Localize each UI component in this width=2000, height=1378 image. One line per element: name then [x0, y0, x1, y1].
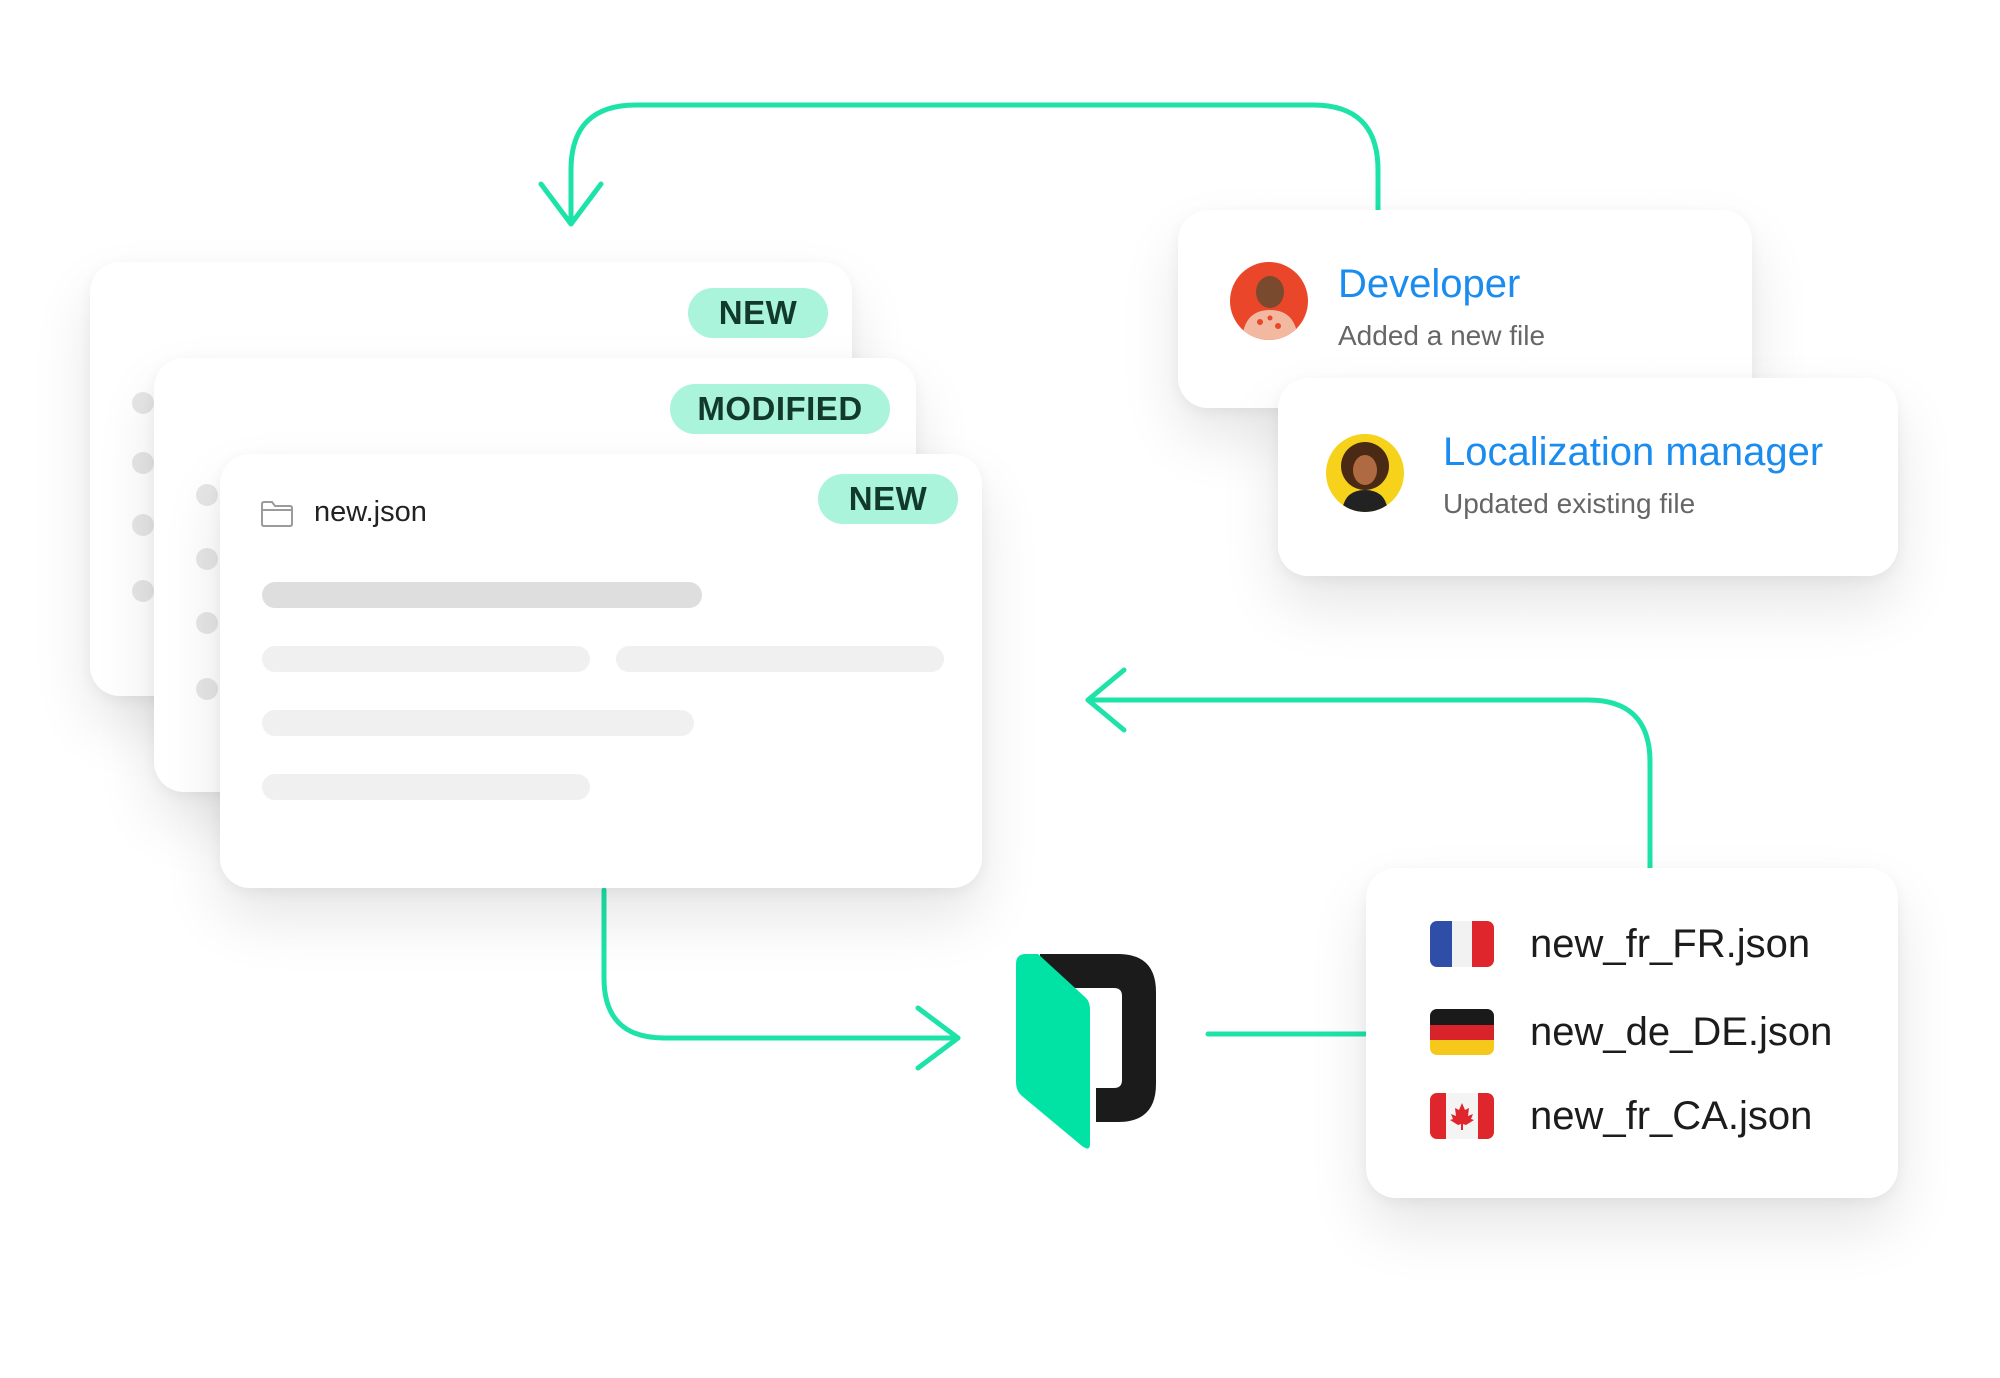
translation-row[interactable]: new_de_DE.json — [1430, 1006, 1832, 1058]
placeholder-line — [262, 646, 590, 672]
arrow-files-to-logo — [601, 887, 961, 1041]
activity-card-developer[interactable]: Developer Added a new file — [1178, 210, 1752, 408]
activity-action: Added a new file — [1338, 320, 1546, 351]
translation-filename: new_de_DE.json — [1530, 1009, 1833, 1054]
germany-flag — [1430, 1009, 1494, 1055]
arrow-translations-to-files — [1085, 697, 1653, 871]
translation-row[interactable]: new_fr_CA.json — [1430, 1090, 1812, 1142]
status-badge-new: NEW — [818, 474, 958, 524]
status-badge-new: NEW — [688, 288, 828, 338]
placeholder-dot — [196, 548, 218, 570]
arrow-head-files — [538, 181, 604, 227]
translation-filename: new_fr_FR.json — [1530, 921, 1811, 966]
phrase-logo — [1010, 946, 1170, 1156]
arrow-activity-to-files — [568, 102, 1381, 226]
activity-role: Developer — [1338, 262, 1521, 306]
placeholder-dot — [132, 580, 154, 602]
file-card-front[interactable]: new.json NEW — [220, 454, 982, 888]
placeholder-dot — [196, 612, 218, 634]
arrow-head-logo — [915, 1005, 961, 1071]
placeholder-dot — [132, 392, 154, 414]
canada-flag — [1430, 1093, 1494, 1139]
translation-filename: new_fr_CA.json — [1530, 1093, 1813, 1138]
file-name: new.json — [314, 496, 427, 528]
placeholder-line — [262, 582, 702, 608]
placeholder-line — [616, 646, 944, 672]
avatar-localization-manager — [1326, 434, 1404, 512]
translation-row[interactable]: new_fr_FR.json — [1430, 918, 1810, 970]
placeholder-dot — [196, 484, 218, 506]
activity-role: Localization manager — [1443, 430, 1824, 474]
placeholder-line — [262, 710, 694, 736]
placeholder-dot — [132, 514, 154, 536]
avatar-developer — [1230, 262, 1308, 340]
activity-action: Updated existing file — [1443, 488, 1696, 519]
placeholder-dot — [196, 678, 218, 700]
placeholder-line — [262, 774, 590, 800]
translations-card: new_fr_FR.json new_de_DE.json new_fr_CA.… — [1366, 868, 1898, 1198]
france-flag — [1430, 921, 1494, 967]
status-badge-modified: MODIFIED — [670, 384, 890, 434]
activity-card-localization-manager[interactable]: Localization manager Updated existing fi… — [1278, 378, 1898, 576]
placeholder-dot — [132, 452, 154, 474]
arrow-head-return — [1085, 667, 1127, 733]
folder-icon — [260, 500, 294, 533]
